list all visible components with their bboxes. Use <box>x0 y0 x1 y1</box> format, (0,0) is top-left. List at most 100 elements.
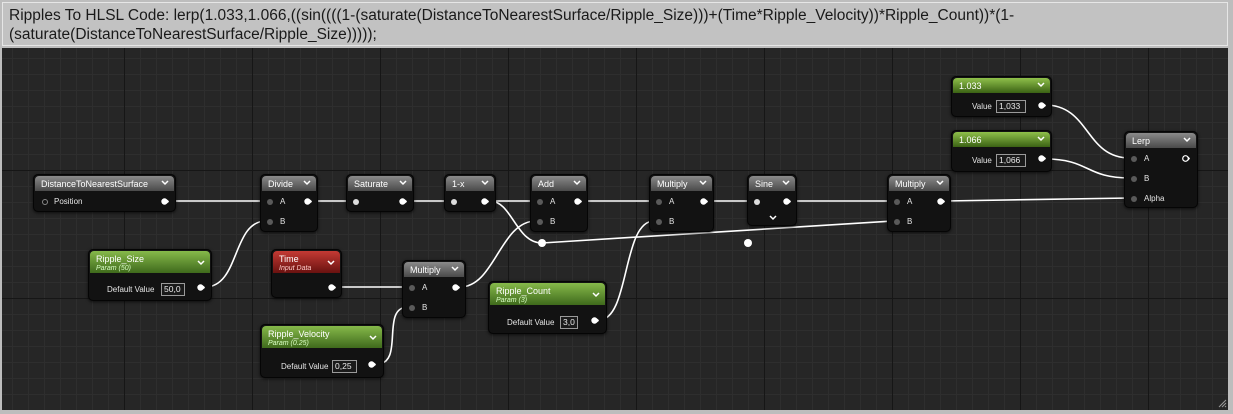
input-pin-icon[interactable] <box>451 199 457 205</box>
output-pin-icon[interactable] <box>1038 155 1046 162</box>
comment-box-header[interactable]: Ripples To HLSL Code: lerp(1.033,1.066,(… <box>2 2 1228 46</box>
node-subtitle: Param (0.25) <box>268 340 309 347</box>
pin-label-a: A <box>422 283 428 292</box>
pin-label-b: B <box>1144 174 1150 183</box>
default-value-input[interactable]: 3,0 <box>560 316 578 329</box>
value-input[interactable]: 1,066 <box>996 154 1026 167</box>
expand-chevron-icon[interactable] <box>768 213 778 223</box>
default-value-input[interactable]: 50,0 <box>161 283 185 296</box>
output-pin-icon[interactable] <box>197 284 205 291</box>
node-multiply-3[interactable]: Multiply A B <box>887 174 951 232</box>
chevron-down-icon[interactable] <box>480 178 490 188</box>
input-pin-icon[interactable] <box>353 199 359 205</box>
chevron-down-icon[interactable] <box>1036 80 1046 90</box>
default-value-input[interactable]: 0,25 <box>332 360 357 373</box>
pin-label-b: B <box>422 303 428 312</box>
node-header: Lerp <box>1126 133 1196 148</box>
chevron-down-icon[interactable] <box>160 178 170 188</box>
pin-label-b: B <box>550 217 556 226</box>
input-pin-icon[interactable] <box>42 199 48 205</box>
node-header: Ripple_Velocity Param (0.25) <box>262 326 382 348</box>
value-label: Value <box>972 102 992 111</box>
node-header: 1.066 <box>953 132 1050 147</box>
chevron-down-icon[interactable] <box>398 178 408 188</box>
input-pin-icon[interactable] <box>894 219 900 225</box>
node-add[interactable]: Add A B <box>530 174 588 232</box>
output-pin-icon[interactable] <box>937 198 945 205</box>
input-pin-icon[interactable] <box>656 199 662 205</box>
node-header: Multiply <box>404 262 464 277</box>
node-param-ripple-velocity[interactable]: Ripple_Velocity Param (0.25) Default Val… <box>260 324 384 378</box>
node-title: Multiply <box>895 179 926 189</box>
input-pin-icon[interactable] <box>894 199 900 205</box>
chevron-down-icon[interactable] <box>196 258 206 268</box>
node-multiply-1[interactable]: Multiply A B <box>649 174 714 232</box>
node-divide[interactable]: Divide A B <box>260 174 318 232</box>
node-header: 1.033 <box>953 78 1050 93</box>
input-pin-icon[interactable] <box>409 305 415 311</box>
node-param-ripple-count[interactable]: Ripple_Count Param (3) Default Value 3,0 <box>488 281 607 334</box>
pin-label-a: A <box>550 197 556 206</box>
node-constant-1033[interactable]: 1.033 Value 1,033 <box>951 76 1052 117</box>
input-pin-icon[interactable] <box>1131 156 1137 162</box>
chevron-down-icon[interactable] <box>1036 134 1046 144</box>
output-pin-icon[interactable] <box>783 198 791 205</box>
node-header: Multiply <box>651 176 712 191</box>
node-title: 1.033 <box>959 81 982 91</box>
comment-text: Ripples To HLSL Code: lerp(1.033,1.066,(… <box>9 7 1015 43</box>
pin-label-b: B <box>280 217 286 226</box>
chevron-down-icon[interactable] <box>935 178 945 188</box>
node-saturate[interactable]: Saturate <box>346 174 414 212</box>
node-title: DistanceToNearestSurface <box>41 179 149 189</box>
resize-grip-icon[interactable] <box>1217 398 1227 408</box>
node-one-minus[interactable]: 1-x <box>444 174 496 212</box>
node-header: Saturate <box>348 176 412 191</box>
output-pin-icon[interactable] <box>399 198 407 205</box>
node-title: Add <box>538 179 555 189</box>
chevron-down-icon[interactable] <box>781 178 791 188</box>
output-pin-icon[interactable] <box>452 284 460 291</box>
input-pin-icon[interactable] <box>1131 176 1137 182</box>
output-pin-icon[interactable] <box>1182 155 1190 162</box>
value-label: Value <box>972 156 992 165</box>
node-lerp[interactable]: Lerp A B Alpha <box>1124 131 1198 208</box>
chevron-down-icon[interactable] <box>698 178 708 188</box>
node-multiply-2[interactable]: Multiply A B <box>402 260 466 318</box>
output-pin-icon[interactable] <box>574 198 582 205</box>
chevron-down-icon[interactable] <box>572 178 582 188</box>
chevron-down-icon[interactable] <box>326 258 336 268</box>
input-pin-icon[interactable] <box>537 219 543 225</box>
node-sine[interactable]: Sine <box>747 174 797 226</box>
chevron-down-icon[interactable] <box>1182 135 1192 145</box>
input-pin-icon[interactable] <box>267 219 273 225</box>
node-param-ripple-size[interactable]: Ripple_Size Param (50) Default Value 50,… <box>88 249 212 301</box>
output-pin-icon[interactable] <box>328 284 336 291</box>
node-distance-to-nearest-surface[interactable]: DistanceToNearestSurface Position <box>33 174 176 212</box>
output-pin-icon[interactable] <box>1038 102 1046 109</box>
value-input[interactable]: 1,033 <box>996 100 1026 113</box>
input-pin-icon[interactable] <box>537 199 543 205</box>
output-pin-icon[interactable] <box>481 198 489 205</box>
chevron-down-icon[interactable] <box>591 290 601 300</box>
chevron-down-icon[interactable] <box>450 264 460 274</box>
output-pin-icon[interactable] <box>700 198 708 205</box>
input-pin-icon[interactable] <box>754 199 760 205</box>
node-time[interactable]: Time Input Data <box>271 249 342 298</box>
output-pin-icon[interactable] <box>591 317 599 324</box>
chevron-down-icon[interactable] <box>302 178 312 188</box>
output-pin-icon[interactable] <box>161 198 169 205</box>
pin-label-a: A <box>1144 154 1150 163</box>
chevron-down-icon[interactable] <box>368 333 378 343</box>
output-pin-icon[interactable] <box>368 361 376 368</box>
input-pin-icon[interactable] <box>267 199 273 205</box>
input-pin-icon[interactable] <box>1131 196 1137 202</box>
node-title: Multiply <box>410 265 441 275</box>
input-pin-icon[interactable] <box>409 285 415 291</box>
node-header: Ripple_Count Param (3) <box>490 283 605 305</box>
input-pin-icon[interactable] <box>656 219 662 225</box>
node-header: Divide <box>262 176 316 191</box>
pin-label-a: A <box>907 197 913 206</box>
node-constant-1066[interactable]: 1.066 Value 1,066 <box>951 130 1052 172</box>
output-pin-icon[interactable] <box>304 198 312 205</box>
node-header: Ripple_Size Param (50) <box>90 251 210 273</box>
